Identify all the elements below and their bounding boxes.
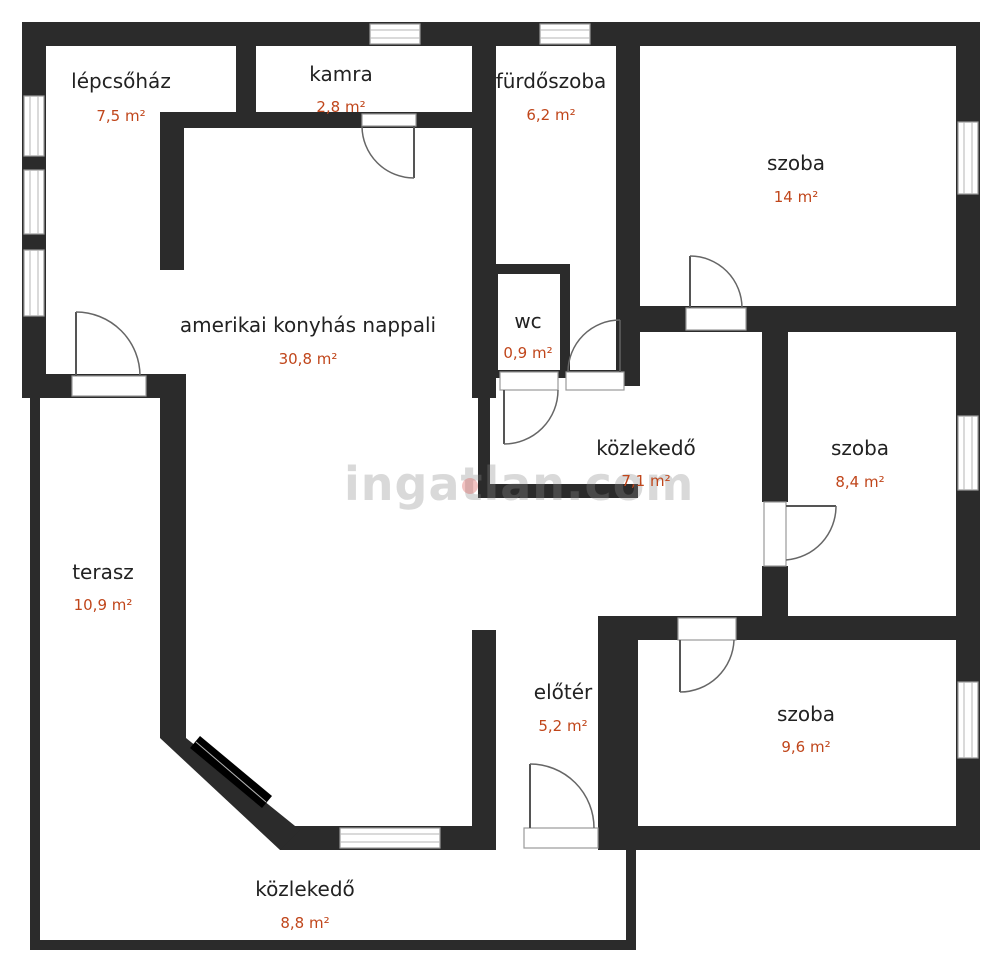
door-entrance (529, 763, 595, 829)
room-eloter: előtér 5,2 m² (534, 680, 593, 735)
watermark: ingatlan.com (344, 457, 694, 511)
door-frame-kamra (361, 113, 417, 127)
door-szoba-bottom (679, 639, 735, 693)
window-kamra (369, 23, 421, 45)
window-szoba-bottom (957, 681, 979, 759)
room-area: 14 m² (774, 188, 818, 206)
room-name: fürdőszoba (496, 69, 607, 93)
door-terasz (75, 311, 141, 377)
door-frame-szoba-mid (763, 501, 787, 567)
room-name: lépcsőház (71, 69, 171, 93)
room-kozlekedo-bottom: közlekedő 8,8 m² (255, 877, 355, 932)
window-lepcsohaz-2 (23, 169, 45, 235)
room-area: 10,9 m² (74, 596, 133, 614)
door-wc (503, 389, 559, 445)
room-area: 8,4 m² (835, 473, 884, 491)
room-area: 0,9 m² (503, 344, 552, 362)
door-kamra (361, 125, 415, 179)
door-frame-furdo (565, 371, 625, 391)
room-szoba-mid: szoba 8,4 m² (831, 436, 889, 491)
room-name: wc (514, 309, 541, 333)
room-area: 9,6 m² (781, 738, 830, 756)
door-frame-szoba-bottom (677, 617, 737, 641)
room-name: szoba (767, 151, 825, 175)
window-lepcsohaz-3 (23, 249, 45, 317)
window-nappali-bottom (339, 827, 441, 849)
room-name: közlekedő (255, 877, 355, 901)
room-area: 7,5 m² (96, 107, 145, 125)
watermark-text: ingatlan.com (344, 457, 694, 511)
room-terasz: terasz 10,9 m² (72, 560, 134, 614)
door-szoba-mid (785, 505, 837, 561)
room-area: 7,1 m² (621, 472, 670, 490)
room-area: 30,8 m² (279, 350, 338, 368)
room-furdoszoba: fürdőszoba 6,2 m² (496, 69, 607, 124)
door-szoba-top (689, 255, 743, 309)
room-area: 5,2 m² (538, 717, 587, 735)
window-lepcsohaz-1 (23, 95, 45, 157)
door-frame-entrance (523, 827, 599, 849)
window-szoba-mid (957, 415, 979, 491)
room-area: 6,2 m² (526, 106, 575, 124)
room-name: terasz (72, 560, 134, 584)
room-name: előtér (534, 680, 593, 704)
door-furdo (567, 319, 621, 373)
door-frame-terasz (71, 375, 147, 397)
room-area: 8,8 m² (280, 914, 329, 932)
room-kozlekedo-mid: közlekedő 7,1 m² (596, 436, 696, 490)
room-name: szoba (831, 436, 889, 460)
room-name: közlekedő (596, 436, 696, 460)
window-nappali-diagonal (190, 736, 272, 808)
door-frame-szoba-top (685, 307, 747, 331)
room-lepcsohaz: lépcsőház 7,5 m² (71, 69, 171, 125)
room-wc: wc 0,9 m² (503, 309, 552, 362)
room-szoba-bottom: szoba 9,6 m² (777, 702, 835, 756)
door-frame-wc (499, 371, 559, 391)
room-area: 2,8 m² (316, 98, 365, 116)
terrace-outline (30, 396, 636, 950)
room-nappali: amerikai konyhás nappali 30,8 m² (180, 313, 436, 368)
room-name: szoba (777, 702, 835, 726)
window-szoba-top (957, 121, 979, 195)
room-szoba-top: szoba 14 m² (767, 151, 825, 206)
watermark-heart-icon (462, 478, 478, 494)
room-name: amerikai konyhás nappali (180, 313, 436, 337)
window-furdo (539, 23, 591, 45)
room-name: kamra (309, 62, 372, 86)
room-kamra: kamra 2,8 m² (309, 62, 372, 116)
